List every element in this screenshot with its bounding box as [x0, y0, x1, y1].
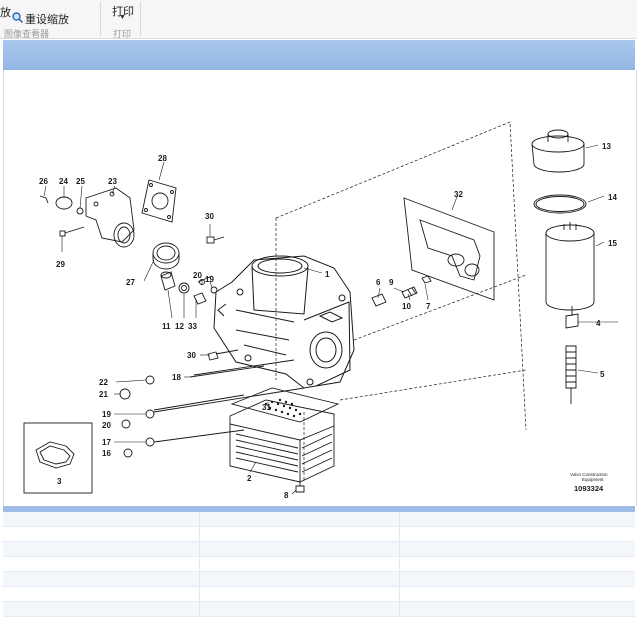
callout-22: 22: [99, 378, 108, 387]
toolbar-separator: [100, 2, 101, 36]
callout-9: 9: [389, 278, 394, 287]
callout-20b: 20: [193, 271, 202, 280]
callout-19: 19: [102, 410, 111, 419]
callout-20: 20: [102, 421, 111, 430]
callout-31: 31: [262, 403, 271, 412]
callout-2: 2: [247, 474, 252, 483]
part-o-ring: [533, 194, 587, 214]
callout-7: 7: [426, 302, 431, 311]
callout-10: 10: [402, 302, 411, 311]
callout-27: 27: [126, 278, 135, 287]
part-bolts-washers: [119, 349, 305, 458]
part-oil-cooler: [229, 399, 335, 483]
callout-30b: 30: [187, 351, 196, 360]
part-pipe-nipple: [565, 306, 579, 329]
callout-3: 3: [57, 477, 62, 486]
inset-gasket-detail: [23, 422, 93, 494]
callout-5: 5: [600, 370, 605, 379]
reset-zoom-button[interactable]: 重设缩放: [25, 14, 69, 26]
brand-line-2: Equipment: [582, 477, 604, 482]
part-bolt: [59, 226, 85, 237]
part-filter-cap: [531, 129, 585, 173]
chevron-down-icon[interactable]: ▼: [119, 14, 126, 21]
callout-17: 17: [102, 438, 111, 447]
callout-leaders: [43, 144, 618, 495]
grid-row: [3, 557, 635, 572]
part-bolt: [206, 236, 225, 244]
dashed-guides: [275, 121, 527, 480]
part-fittings: [160, 271, 218, 305]
print-button[interactable]: 打印: [112, 6, 134, 18]
grid-row: [3, 587, 635, 602]
empty-grid-rows: [3, 512, 635, 617]
group-label-viewer: 图像查看器: [4, 29, 50, 39]
part-spring-valve: [565, 345, 577, 404]
ribbon-fragment-text: 放: [0, 7, 11, 19]
callout-11: 11: [162, 322, 171, 331]
callout-32: 32: [454, 190, 463, 199]
drawing-number: 1093324: [574, 484, 604, 493]
part-washer: [55, 196, 73, 210]
part-plug: [76, 207, 84, 215]
callout-4: 4: [596, 319, 601, 328]
callout-15: 15: [608, 239, 617, 248]
part-main-housing: [213, 255, 355, 389]
part-clip: [39, 195, 49, 204]
callout-24: 24: [59, 177, 68, 186]
image-viewer[interactable]: 1 2 3 4 5 6 7 8 9 10 11 12 13 14 15 16 1…: [3, 70, 637, 506]
callout-30: 30: [205, 212, 214, 221]
callout-13: 13: [602, 142, 611, 151]
callout-12: 12: [175, 322, 184, 331]
callout-33: 33: [188, 322, 197, 331]
viewer-bottom-band: [3, 506, 635, 512]
part-elbow-housing: [85, 187, 135, 248]
callout-26: 26: [39, 177, 48, 186]
group-label-print: 打印: [113, 29, 132, 39]
viewer-header-band: [3, 40, 635, 70]
callout-14: 14: [608, 193, 617, 202]
callout-1: 1: [325, 270, 330, 279]
grid-row: [3, 542, 635, 557]
part-seal-ring: [152, 242, 180, 270]
exploded-parts-diagram: 1 2 3 4 5 6 7 8 9 10 11 12 13 14 15 16 1…: [23, 121, 618, 500]
brand-line-1: Volvo Construction: [570, 472, 608, 477]
callout-19b: 19: [205, 275, 214, 284]
callout-29: 29: [56, 260, 65, 269]
callout-6: 6: [376, 278, 381, 287]
callout-23: 23: [108, 177, 117, 186]
callout-21: 21: [99, 390, 108, 399]
part-flange-plate: [141, 179, 177, 223]
grid-row: [3, 572, 635, 587]
callout-numbers: 1 2 3 4 5 6 7 8 9 10 11 12 13 14 15 16 1…: [39, 142, 617, 500]
part-oil-filter: [545, 222, 595, 311]
drawing-caption: Volvo Construction Equipment 1093324: [570, 472, 608, 493]
toolbar-separator: [140, 2, 141, 36]
callout-18: 18: [172, 373, 181, 382]
magnifier-icon: [12, 12, 23, 23]
grid-row: [3, 527, 635, 542]
callout-25: 25: [76, 177, 85, 186]
ribbon-toolbar: 放 重设缩放 打印 ▼ 图像查看器 打印: [0, 0, 637, 39]
callout-16: 16: [102, 449, 111, 458]
grid-row: [3, 512, 635, 527]
callout-28: 28: [158, 154, 167, 163]
part-gasket-plate: [403, 197, 495, 301]
part-cooler-cover: [230, 387, 340, 423]
callout-8: 8: [284, 491, 289, 500]
